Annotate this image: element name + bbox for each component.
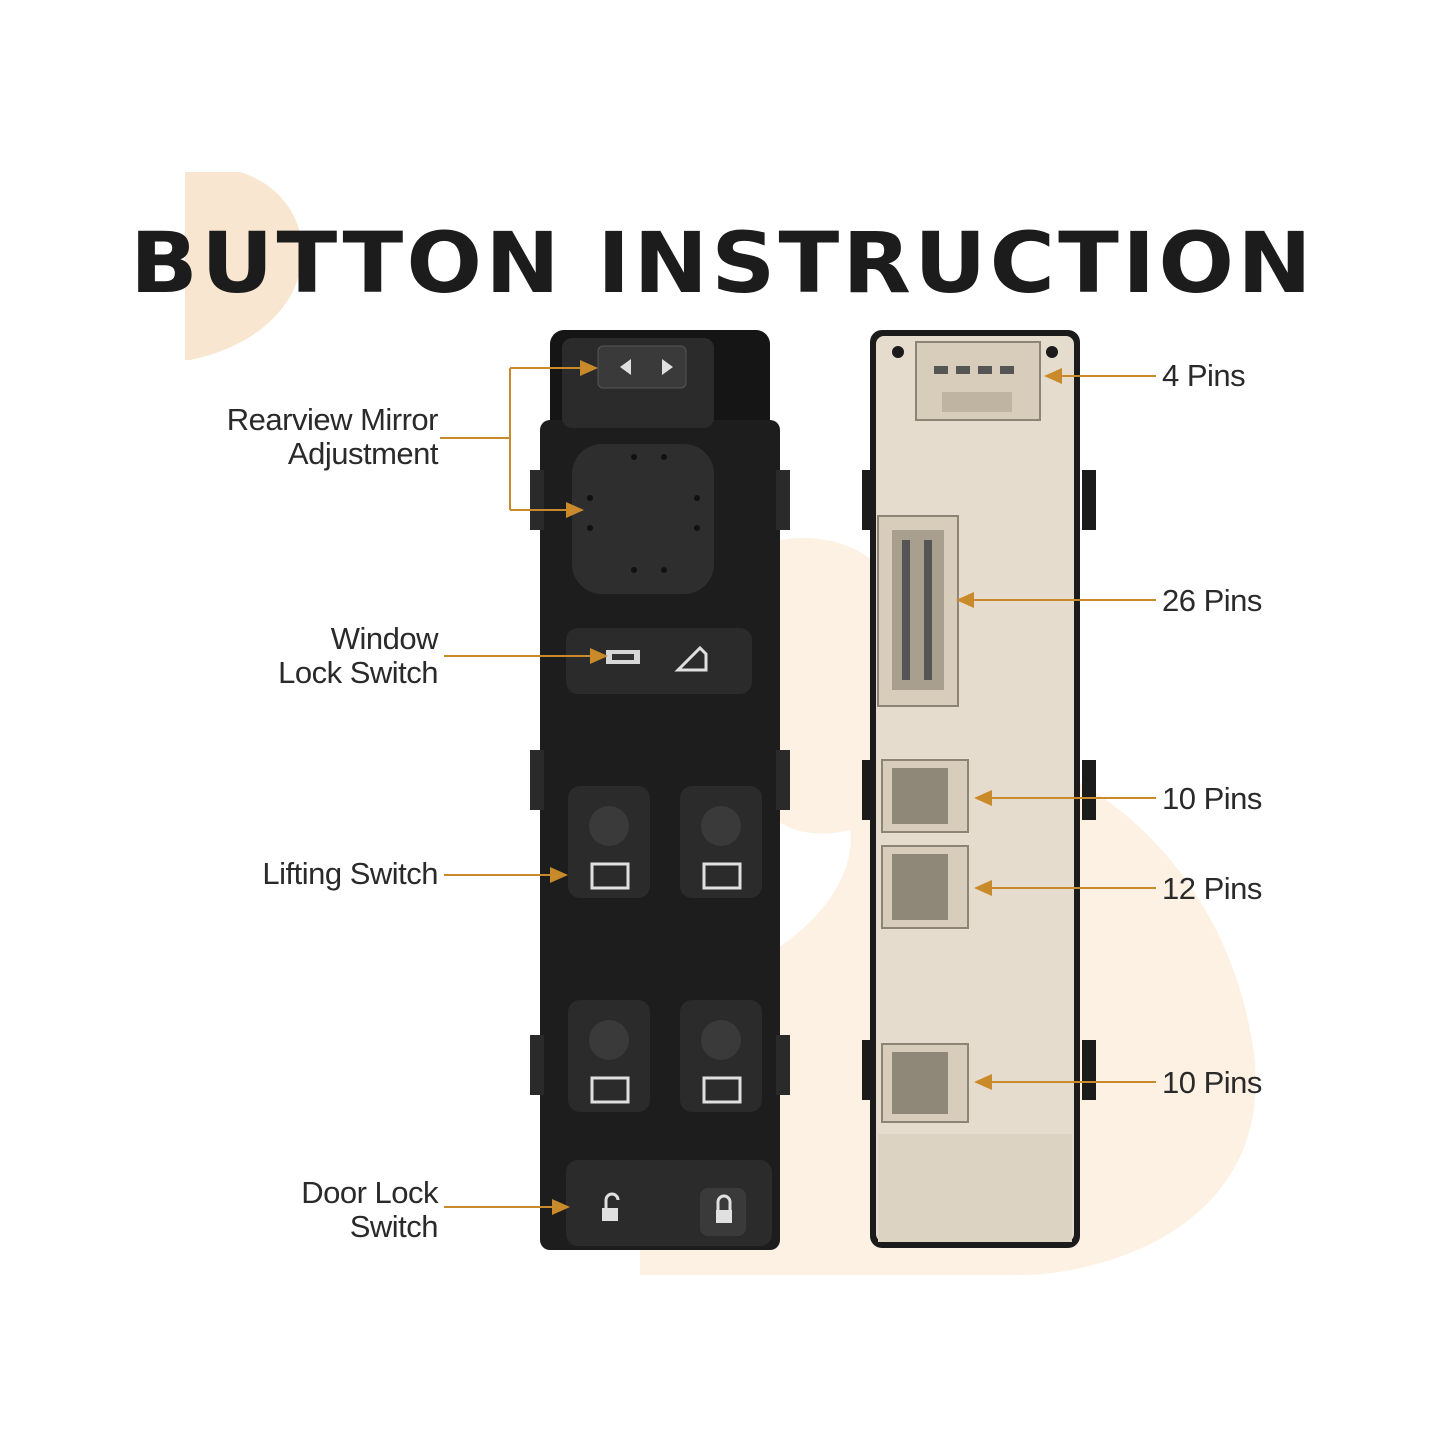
- label-rearview-mirror: Rearview Mirror Adjustment: [150, 402, 439, 471]
- lifting-switches: [568, 786, 762, 1112]
- label-connector-4-pins: 4 Pins: [1162, 358, 1246, 393]
- switch-back-panel: [862, 330, 1096, 1248]
- label-rearview-mirror-line1: Rearview Mirror: [226, 402, 439, 437]
- arrow-left-icon: [620, 359, 631, 375]
- label-door-lock-line1: Door Lock: [301, 1175, 438, 1210]
- label-connector-12-pins: 12 Pins: [1162, 871, 1262, 906]
- switch-front-panel: [530, 330, 790, 1250]
- label-lifting-switch: Lifting Switch: [262, 856, 438, 891]
- lock-icon: [716, 1194, 732, 1223]
- label-window-lock-line1: Window: [330, 621, 439, 656]
- label-rearview-mirror-line2: Adjustment: [287, 436, 439, 471]
- label-window-lock-line2: Lock Switch: [278, 655, 438, 690]
- arrow-right-icon: [662, 359, 673, 375]
- leader-lines: [440, 360, 1156, 1215]
- unlock-icon: [602, 1192, 620, 1221]
- label-window-lock: Window Lock Switch: [150, 622, 438, 690]
- label-connector-10-pins-a: 10 Pins: [1162, 781, 1262, 816]
- label-door-lock: Door Lock Switch: [150, 1176, 438, 1244]
- window-lift-icon: [590, 862, 630, 890]
- label-connector-10-pins-b: 10 Pins: [1162, 1065, 1262, 1100]
- page-title: BUTTON INSTRUCTION: [130, 214, 1315, 312]
- label-connector-26-pins: 26 Pins: [1162, 583, 1262, 618]
- label-door-lock-line2: Switch: [349, 1209, 439, 1244]
